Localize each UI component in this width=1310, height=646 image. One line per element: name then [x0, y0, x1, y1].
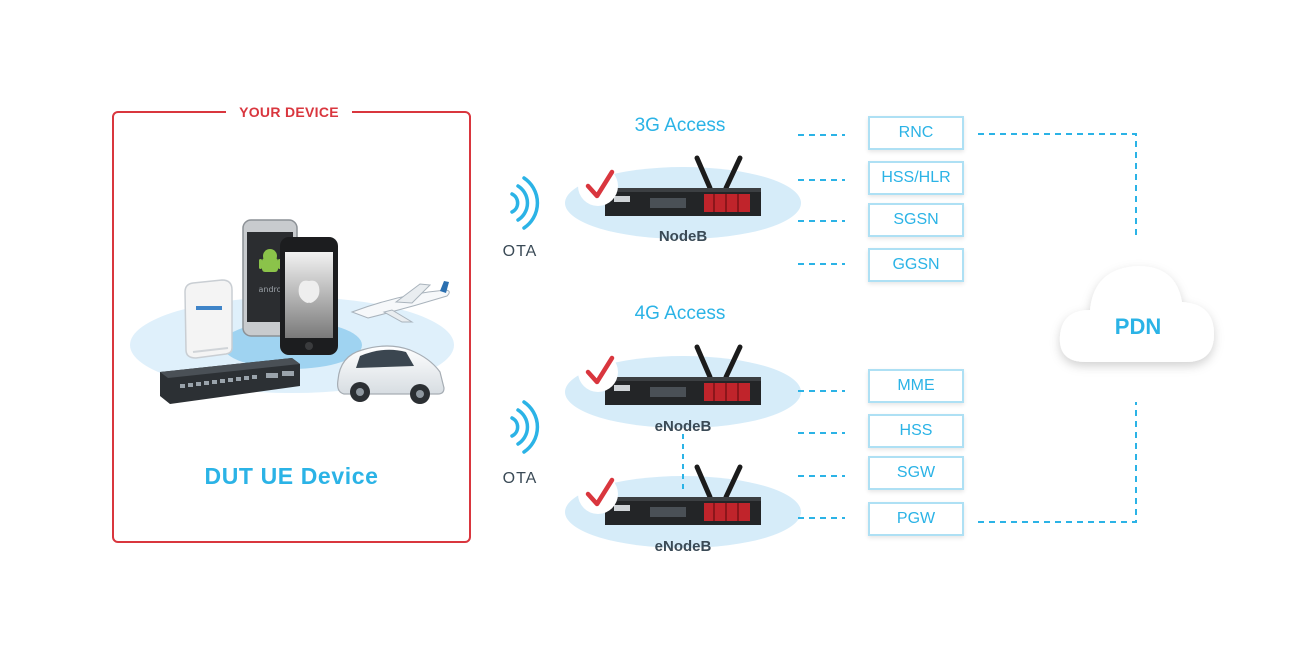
core-connectors	[798, 133, 1137, 523]
wireless-icon	[510, 400, 540, 454]
core-box-sgsn: SGSN	[868, 203, 964, 237]
core-box-mme: MME	[868, 369, 964, 403]
core-box-sgw: SGW	[868, 456, 964, 490]
cloud-icon	[1059, 266, 1214, 362]
router-icon	[184, 279, 233, 359]
basestation-icon	[605, 344, 761, 405]
dut-device-title: DUT UE Device	[204, 463, 379, 489]
access-title-4g: 4G Access	[634, 303, 726, 324]
network-switch-icon	[160, 358, 300, 404]
wireless-icon	[510, 176, 540, 230]
core-box-hss-hlr: HSS/HLR	[868, 161, 964, 195]
node-label-nodeb: NodeB	[658, 228, 708, 245]
core-box-hss: HSS	[868, 414, 964, 448]
iphone-icon	[280, 237, 338, 355]
node-label-enodeb-1: eNodeB	[654, 418, 712, 435]
pdn-label: PDN	[1114, 314, 1162, 339]
airplane-icon	[350, 281, 450, 323]
basestation-icon	[605, 155, 761, 216]
basestation-icon	[605, 464, 761, 525]
checkmark-icon	[578, 166, 618, 206]
ota-label-4g: OTA	[502, 470, 538, 487]
core-box-rnc: RNC	[868, 116, 964, 150]
svg-text:andro: andro	[258, 285, 281, 294]
checkmark-icon	[578, 474, 618, 514]
device-illustration: andro	[130, 219, 454, 404]
device-panel-legend: YOUR DEVICE	[226, 101, 352, 123]
core-box-pgw: PGW	[868, 502, 964, 536]
core-box-ggsn: GGSN	[868, 248, 964, 282]
ota-label-3g: OTA	[502, 243, 538, 260]
node-label-enodeb-2: eNodeB	[654, 538, 712, 555]
car-icon	[337, 345, 445, 404]
checkmark-icon	[578, 352, 618, 392]
access-title-3g: 3G Access	[634, 115, 726, 136]
